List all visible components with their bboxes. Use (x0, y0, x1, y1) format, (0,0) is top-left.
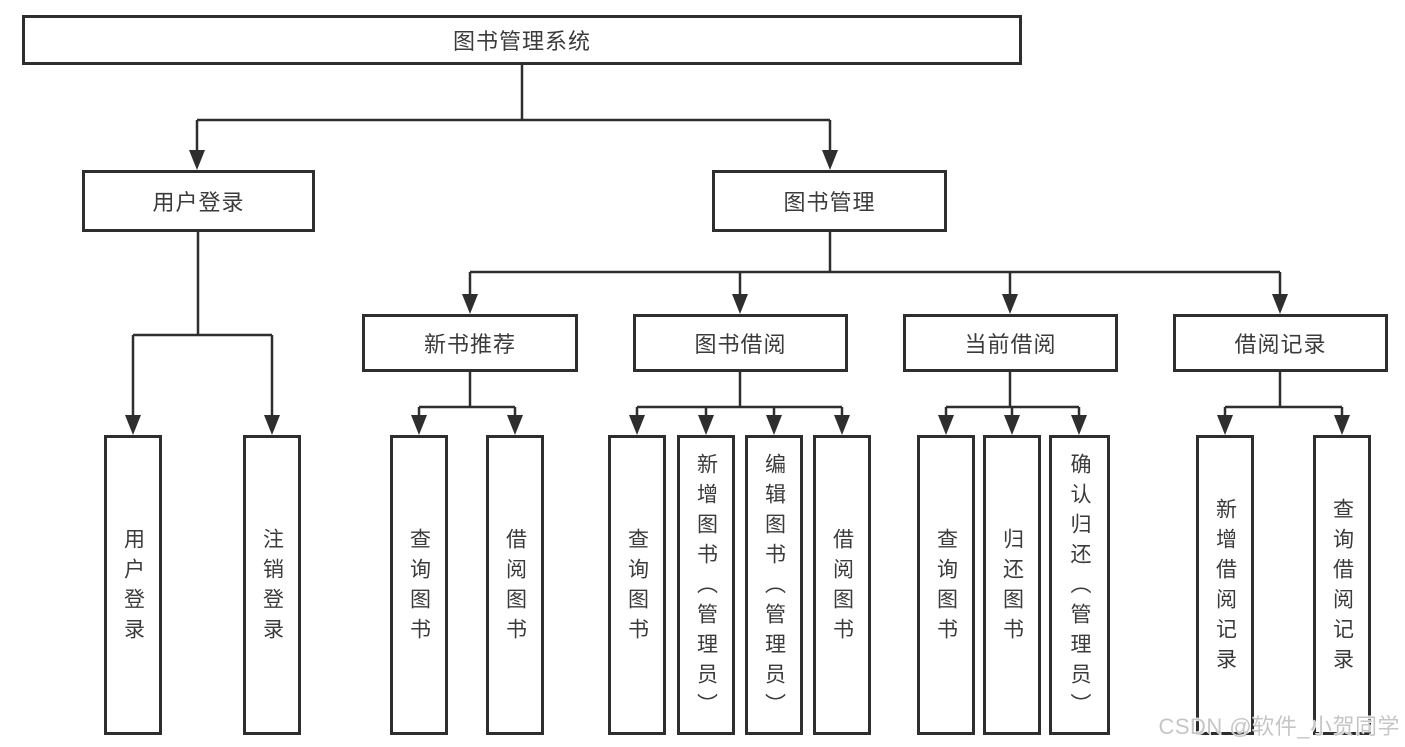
node-borrow-records: 借阅记录 (1173, 314, 1388, 372)
connector-user-login (125, 232, 280, 435)
leaf-return-books: 归还图书 (983, 435, 1041, 735)
leaf-logout: 注销登录 (243, 435, 301, 735)
leaf-query-books-borrow: 查询图书 (608, 435, 666, 735)
node-library-management-system: 图书管理系统 (22, 15, 1022, 65)
leaf-add-books-admin: 新增图书（管理员） (677, 435, 735, 735)
connector-book-management (462, 232, 1288, 314)
leaf-confirm-return-admin: 确认归还（管理员） (1049, 435, 1110, 735)
leaf-query-books-recommend: 查询图书 (390, 435, 448, 735)
connector-new-books (411, 372, 523, 435)
node-book-management: 图书管理 (712, 170, 947, 232)
node-book-borrow: 图书借阅 (633, 314, 848, 372)
node-new-book-recommend: 新书推荐 (362, 314, 578, 372)
leaf-edit-books-admin: 编辑图书（管理员） (745, 435, 803, 735)
connector-borrow-records (1217, 372, 1350, 435)
leaf-query-borrow-record: 查询借阅记录 (1313, 435, 1371, 735)
leaf-user-login: 用户登录 (104, 435, 162, 735)
connector-root (189, 65, 838, 170)
leaf-query-books-current: 查询图书 (917, 435, 975, 735)
csdn-watermark: CSDN @软件_小贺同学 (1158, 714, 1400, 739)
leaf-add-borrow-record: 新增借阅记录 (1196, 435, 1254, 735)
leaf-borrow-books: 借阅图书 (813, 435, 871, 735)
leaf-borrow-books-recommend: 借阅图书 (486, 435, 544, 735)
connector-book-borrow (629, 372, 850, 435)
node-current-borrow: 当前借阅 (903, 314, 1118, 372)
node-user-login: 用户登录 (82, 170, 315, 232)
connector-current-borrow (938, 372, 1087, 435)
